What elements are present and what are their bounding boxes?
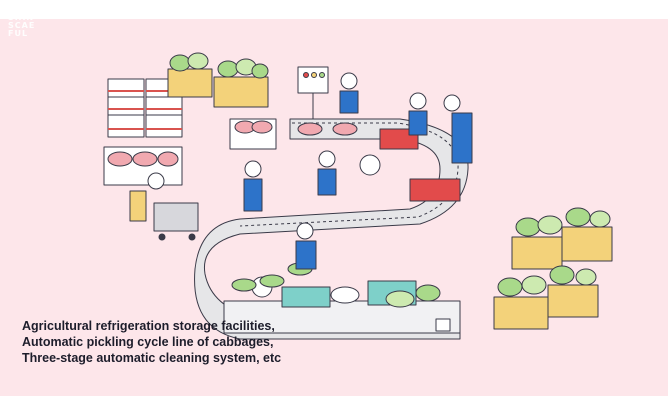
caption-line: Agricultural refrigeration storage facil…: [22, 319, 275, 333]
control-panel: [297, 66, 329, 119]
logo-line: SCAE: [8, 21, 36, 30]
workers: [129, 72, 473, 270]
cabbage-crates-right: [493, 207, 613, 330]
logo-line: FUL: [8, 29, 29, 38]
conveyor-line: [194, 118, 469, 340]
factory-illustration: [103, 52, 613, 340]
cabbage-crates-top: [167, 52, 269, 108]
logo-line: SHIN: [8, 13, 35, 22]
caption-line: Three-stage automatic cleaning system, e…: [22, 351, 282, 365]
caption: Agricultural refrigeration storage facil…: [22, 318, 402, 366]
brand-logo: SHIN SCAE FUL: [8, 14, 48, 38]
caption-line: Automatic pickling cycle line of cabbage…: [22, 335, 274, 349]
packaged-trays: [103, 118, 277, 186]
